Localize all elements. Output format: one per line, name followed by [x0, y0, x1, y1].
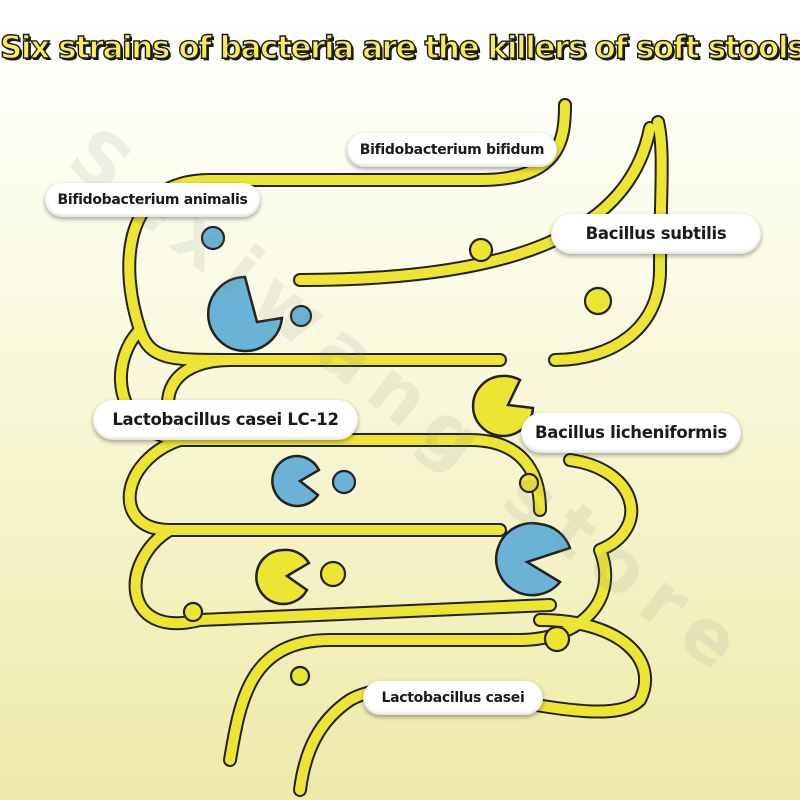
pacman-bacteria-icon [255, 548, 311, 606]
label-bacillus-subtilis: Bacillus subtilis [551, 214, 761, 254]
pacman-bacteria-icon [207, 275, 284, 353]
bacteria-dot-icon [182, 225, 613, 687]
pacman-bacteria-icon [471, 374, 535, 438]
pacman-bacteria-icon [271, 454, 321, 508]
label-bifidobacterium-animalis: Bifidobacterium animalis [45, 183, 260, 217]
label-lactobacillus-casei: Lactobacillus casei [363, 681, 543, 715]
label-lactobacillus-casei-lc12: Lactobacillus casei LC-12 [93, 400, 358, 440]
pacman-bacteria-icon [494, 521, 572, 597]
label-bifidobacterium-bifidum: Bifidobacterium bifidum [347, 133, 557, 167]
page-title: Six strains of bacteria are the killers … [0, 29, 800, 66]
label-bacillus-licheniformis: Bacillus licheniformis [521, 413, 741, 453]
